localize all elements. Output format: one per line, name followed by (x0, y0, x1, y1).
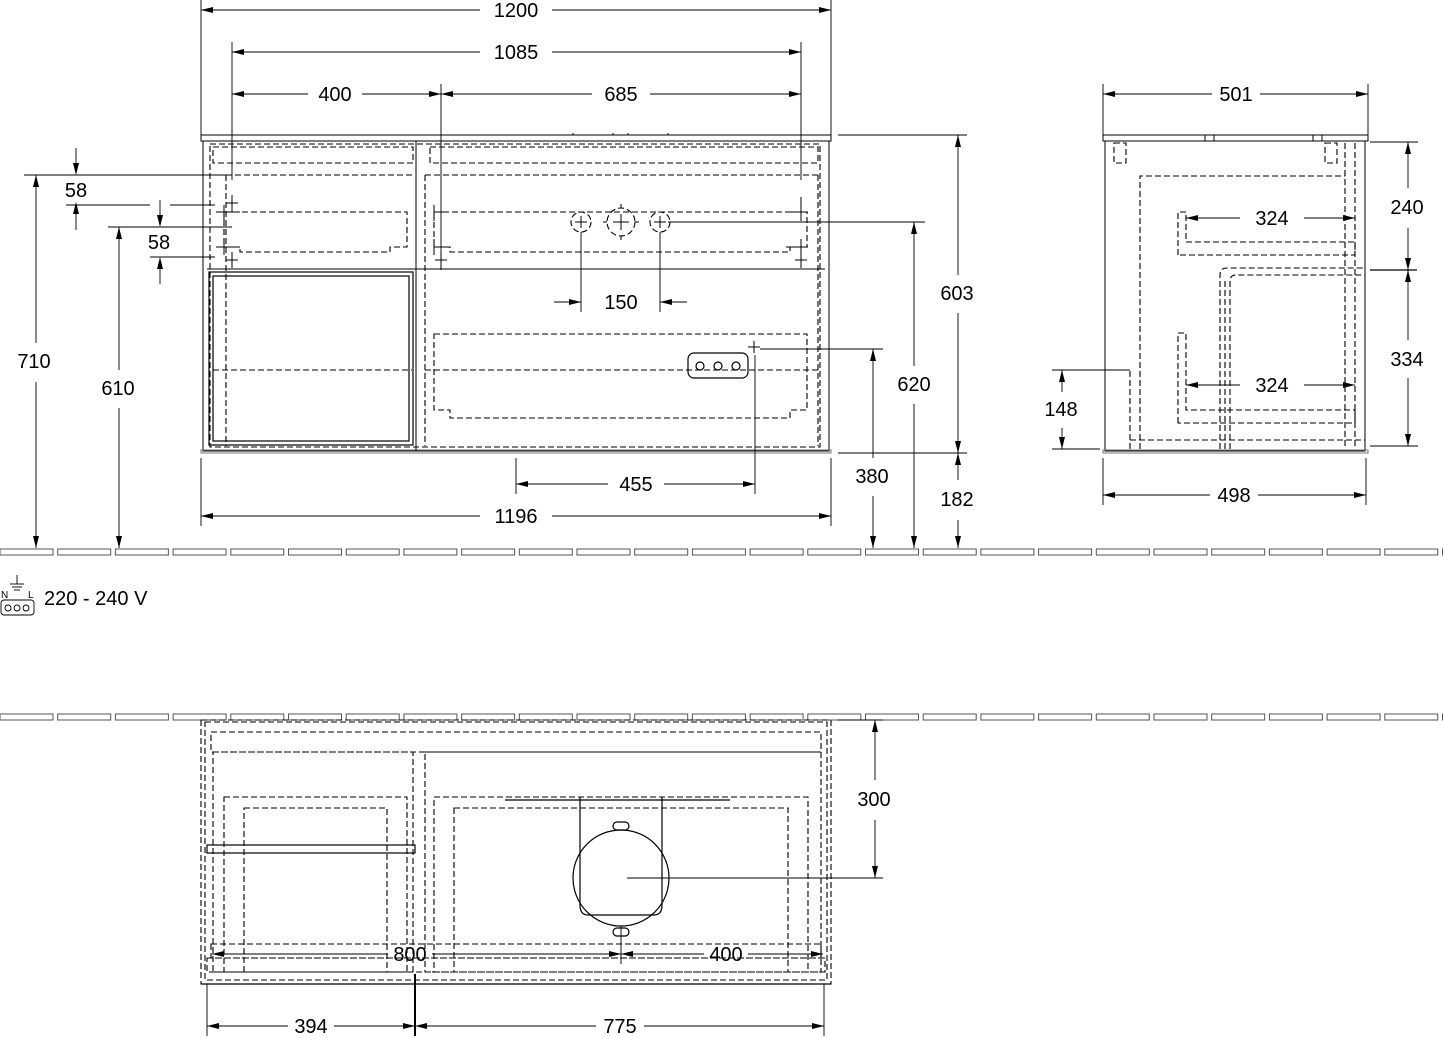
hatch-segment (288, 713, 342, 721)
dim-324-lower: 324 (1255, 375, 1288, 397)
hatch-segment (691, 713, 746, 721)
front-view (200, 133, 832, 454)
hatch-segment (922, 548, 977, 556)
dim-620: 620 (897, 374, 930, 396)
hatch-segment (172, 548, 227, 556)
hatch-segment (1384, 548, 1439, 556)
dim-455: 455 (619, 474, 652, 496)
socket-label-n: N (1, 590, 8, 601)
hatch-segment (922, 713, 977, 721)
hatch-segment (230, 713, 285, 721)
hatch-segment (1268, 548, 1323, 556)
hatch-segment (807, 713, 862, 721)
dim-775: 775 (603, 1016, 636, 1038)
voltage-label: 220 - 240 V (44, 588, 148, 610)
hatch-segment (749, 548, 804, 556)
dim-334: 334 (1390, 349, 1423, 371)
hatch-segment (1038, 548, 1093, 556)
hatch-segment (461, 548, 516, 556)
hatch-segment (980, 713, 1035, 721)
dim-240: 240 (1390, 197, 1423, 219)
hatch-segment (865, 713, 919, 721)
hatch-segment (114, 713, 169, 721)
hatch-segment (691, 548, 746, 556)
hatch-segment (403, 548, 458, 556)
hatch-segment (634, 548, 689, 556)
hatch-segment (1095, 548, 1150, 556)
hatch-segment (1326, 713, 1381, 721)
dim-300: 300 (857, 789, 890, 811)
dim-58-lower: 58 (148, 232, 170, 254)
hatch-segment (865, 548, 919, 556)
hatch-segment (57, 713, 112, 721)
dim-400-top: 400 (318, 84, 351, 106)
hatch-segment (518, 713, 573, 721)
hatch-segment (114, 548, 169, 556)
hatch-segment (288, 548, 342, 556)
dim-324-upper: 324 (1255, 208, 1288, 230)
hatch-segment (0, 548, 54, 556)
hatch-segment (576, 713, 631, 721)
dim-501: 501 (1219, 84, 1252, 106)
hatch-segment (1038, 713, 1093, 721)
socket-label-l: L (28, 590, 34, 601)
hatch-segment (403, 713, 458, 721)
hatch-segment (1326, 548, 1381, 556)
hatch-segment (57, 548, 112, 556)
hatch-segment (1153, 713, 1208, 721)
hatch-segment (230, 548, 285, 556)
dim-800: 800 (393, 944, 426, 966)
power-socket-icon (0, 575, 35, 616)
hatch-segment (980, 548, 1035, 556)
dim-150: 150 (604, 292, 637, 314)
hatch-segment (0, 713, 54, 721)
dim-400-plan: 400 (709, 944, 742, 966)
dim-1200: 1200 (494, 0, 539, 22)
dim-148: 148 (1044, 399, 1077, 421)
plan-dimensions: 300 800 400 394 775 (206, 719, 891, 1038)
hatch-segment (172, 713, 227, 721)
dim-1196: 1196 (494, 506, 537, 528)
hatch-segment (634, 713, 689, 721)
dim-610: 610 (101, 378, 134, 400)
dim-182: 182 (940, 489, 973, 511)
tap-holes (570, 204, 760, 353)
hatch-segment (518, 548, 573, 556)
side-dimensions: 501 240 324 334 324 148 (1044, 84, 1424, 507)
wall-line (0, 713, 1443, 721)
hatch-segment (1384, 713, 1439, 721)
hatch-segment (1211, 713, 1266, 721)
dim-58-upper: 58 (65, 180, 87, 202)
hatch-segment (1211, 548, 1266, 556)
hatch-segment (576, 548, 631, 556)
dim-1085: 1085 (494, 42, 539, 64)
front-dimensions: 1200 1085 400 685 58 58 (17, 0, 974, 548)
hatch-segment (345, 548, 400, 556)
dim-685: 685 (604, 84, 637, 106)
side-view (1102, 134, 1417, 454)
hatch-segment (461, 713, 516, 721)
hatch-segment (749, 713, 804, 721)
dim-394: 394 (294, 1016, 327, 1038)
hatch-segment (1268, 713, 1323, 721)
floor-line (0, 548, 1443, 556)
plan-view (200, 719, 883, 985)
fixing-point-markers (216, 195, 808, 268)
hatch-segment (1153, 548, 1208, 556)
hatch-segment (345, 713, 400, 721)
dim-498: 498 (1217, 485, 1250, 507)
hatch-segment (807, 548, 862, 556)
dim-603: 603 (940, 283, 973, 305)
dim-710: 710 (17, 351, 50, 373)
dim-380: 380 (855, 466, 888, 488)
hatch-segment (1095, 713, 1150, 721)
